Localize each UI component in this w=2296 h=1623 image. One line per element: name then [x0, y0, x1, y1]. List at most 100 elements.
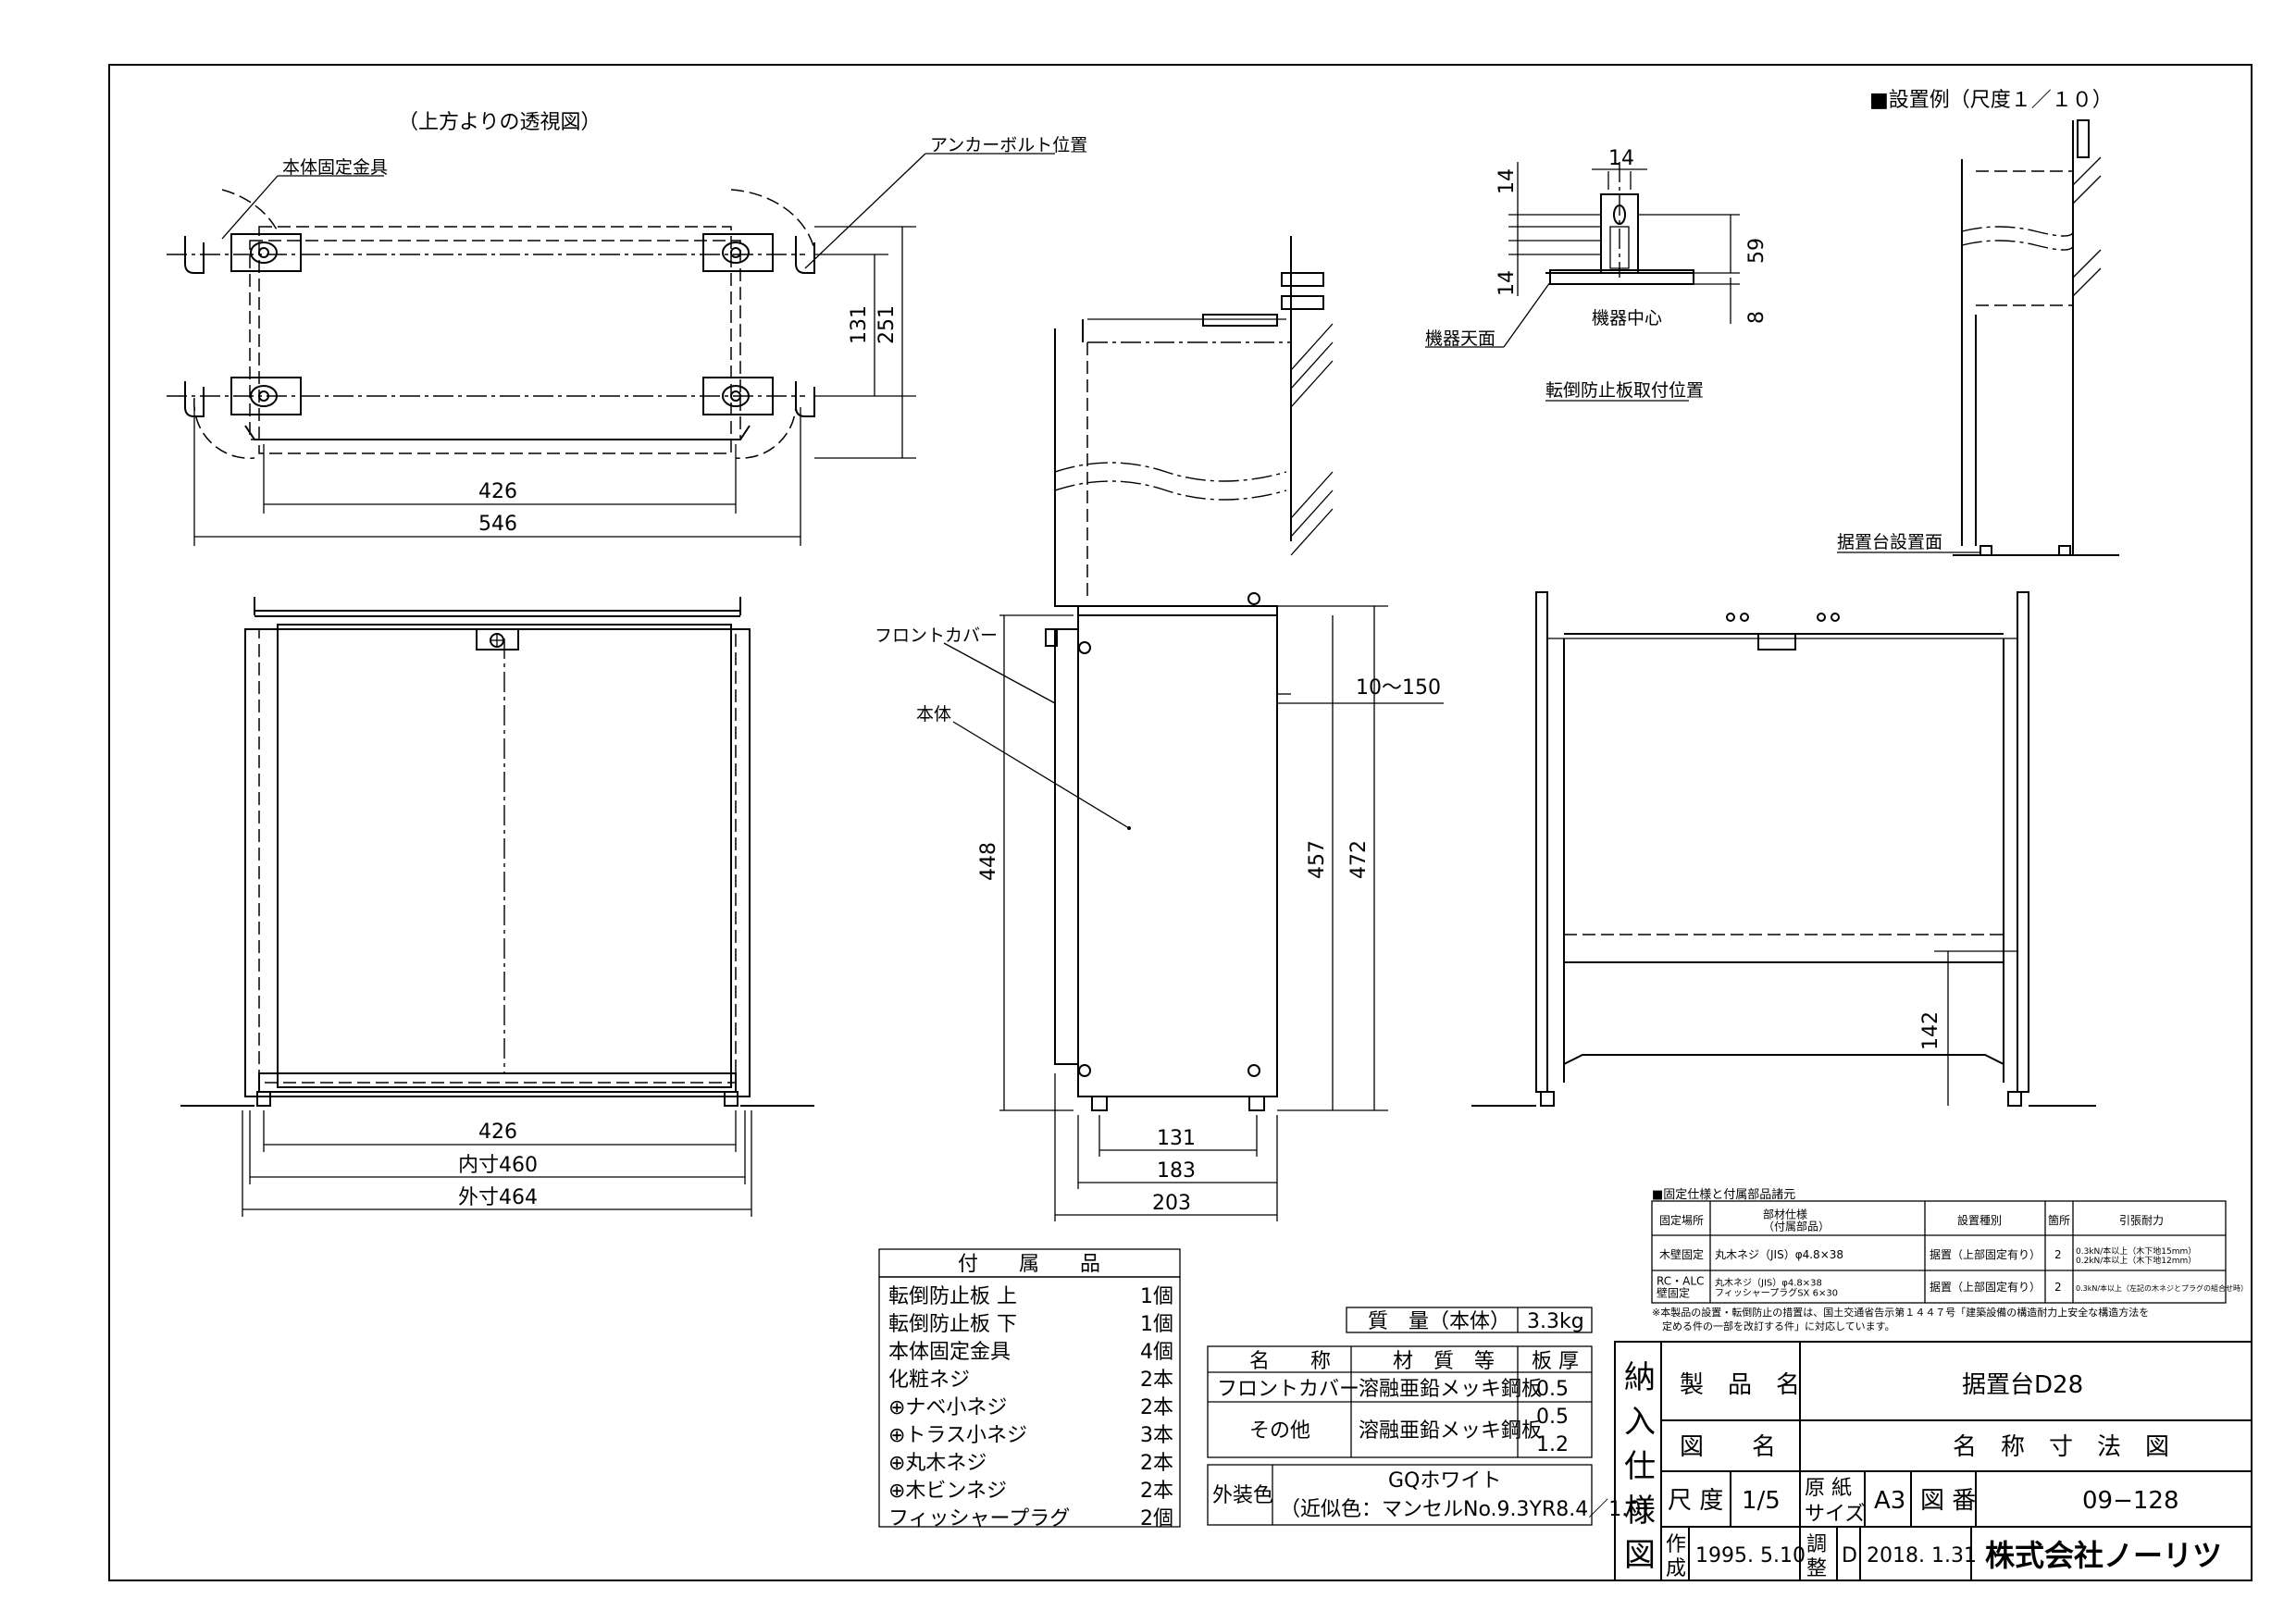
tb-created-value: 1995. 5.10: [1695, 1544, 1806, 1567]
mass-value: 3.3kg: [1527, 1310, 1584, 1333]
top-dim-426: 426: [478, 480, 517, 503]
tb-revision: D: [1842, 1544, 1857, 1567]
tb-product-value: 据置台D28: [1962, 1371, 2083, 1399]
front-dim-426: 426: [478, 1121, 517, 1144]
accessory-qty: 2個: [1140, 1507, 1173, 1530]
dim-448: 448: [977, 842, 1000, 881]
tb-side-2: 入: [1624, 1404, 1656, 1441]
spec-h4: 引張耐力: [2119, 1214, 2164, 1227]
tb-paper-label-1: 原 紙: [1805, 1477, 1852, 1500]
tb-side-1: 納: [1624, 1359, 1656, 1396]
color-value: GQホワイト: [1388, 1469, 1501, 1493]
tb-side-5: 図: [1624, 1537, 1656, 1574]
tb-number-label: 図 番: [1920, 1487, 1976, 1515]
spec-r2-c4: 0.3kN/本以上（左記の木ネジとプラグの組合せ時）: [2076, 1283, 2248, 1293]
accessory-qty: 1個: [1140, 1285, 1173, 1308]
sheet-border: [108, 64, 2253, 1581]
color-note: （近似色：マンセルNo.9.3YR8.4／1.0）: [1280, 1498, 1661, 1521]
tb-drawing-label: 図 名: [1680, 1433, 1776, 1461]
accessory-qty: 3本: [1140, 1424, 1173, 1447]
dim-131-side: 131: [1157, 1127, 1196, 1150]
spec-h0: 固定場所: [1659, 1213, 1704, 1227]
detail-dim-14c: 14: [1608, 147, 1634, 170]
spec-note-2: 定める件の一部を改訂する件」に対応しています。: [1652, 1319, 1895, 1332]
body-label: 本体: [916, 704, 951, 725]
accessory-name: フィッシャープラグ: [888, 1507, 1070, 1530]
spec-note-1: ※本製品の設置・転倒防止の措置は、国土交通省告示第１４４７号「建築設備の構造耐力…: [1652, 1306, 2149, 1319]
accessory-qty: 2本: [1140, 1452, 1173, 1475]
mat-h1: 材 質 等: [1393, 1350, 1495, 1373]
tb-adjusted-label-1: 調: [1806, 1533, 1827, 1556]
spec-title: ■固定仕様と付属部品諸元: [1652, 1187, 1795, 1202]
mat-h2: 板 厚: [1532, 1350, 1579, 1373]
accessory-qty: 1個: [1140, 1313, 1173, 1336]
tb-side-4: 様: [1624, 1493, 1656, 1530]
accessory-name: ⊕丸木ネジ: [888, 1452, 987, 1475]
dim-472: 472: [1347, 840, 1371, 879]
install-example: ■設置例（尺度１／１０） 据置台設置面: [1837, 89, 2119, 556]
spec-h2: 設置種別: [1957, 1213, 2002, 1227]
front-dim-outer: 外寸464: [458, 1186, 538, 1209]
mat-r1-name: フロントカバー: [1217, 1378, 1359, 1401]
accessory-qty: 2本: [1140, 1480, 1173, 1503]
mat-r2-name: その他: [1249, 1419, 1310, 1443]
tb-number-value: 09−128: [2082, 1487, 2179, 1515]
mat-r1-thickness: 0.5: [1536, 1378, 1569, 1401]
unit-top-label: 機器天面: [1425, 328, 1496, 349]
tb-company: 株式会社ノーリツ: [1985, 1538, 2222, 1573]
spec-r1-c1: 丸木ネジ（JIS）φ4.8×38: [1715, 1248, 1843, 1261]
tb-scale-label: 尺 度: [1668, 1487, 1723, 1515]
floor-label: 据置台設置面: [1837, 532, 1942, 552]
spec-r1-c4: 0.3kN/本以上（木下地15mm）0.2kN/本以上（木下地12mm）: [2076, 1245, 2196, 1266]
detail-dim-8: 8: [1745, 311, 1769, 324]
rear-dim-142: 142: [1919, 1011, 1942, 1050]
mat-r2-thickness-b: 1.2: [1536, 1433, 1569, 1456]
tb-created-label-1: 作: [1666, 1533, 1686, 1556]
top-view: （上方よりの透視図） 本体固定金具 アンカーボルト位置: [167, 111, 1087, 546]
tb-side-3: 仕: [1624, 1448, 1656, 1485]
spec-r1-c3: 2: [2054, 1248, 2062, 1261]
materials-table: 名 称 材 質 等 板 厚 フロントカバー 溶融亜鉛メッキ鋼板 0.5 その他 …: [1207, 1345, 1593, 1458]
install-title: ■設置例（尺度１／１０）: [1869, 89, 2113, 112]
accessory-name: 転倒防止板 下: [888, 1313, 1017, 1336]
dim-183: 183: [1157, 1159, 1196, 1183]
accessory-name: 転倒防止板 上: [888, 1285, 1017, 1308]
spec-r2-c2: 据置（上部固定有り）: [1930, 1280, 2041, 1294]
accessory-name: 化粧ネジ: [888, 1369, 970, 1392]
accessory-name: ⊕木ビンネジ: [888, 1480, 1007, 1503]
spec-h1: 部材仕様（付属部品）: [1763, 1207, 1830, 1233]
tb-adjusted-label-2: 整: [1806, 1557, 1827, 1580]
top-view-caption: （上方よりの透視図）: [398, 111, 602, 134]
unit-center-label: 機器中心: [1592, 308, 1662, 328]
detail-dim-59: 59: [1745, 238, 1769, 264]
side-view: フロントカバー 本体 10～150 448 457 472 131 183 20…: [875, 236, 1444, 1221]
tb-created-label-2: 成: [1666, 1557, 1686, 1580]
top-dim-131: 131: [848, 305, 871, 344]
mat-r1-material: 溶融亜鉛メッキ鋼板: [1359, 1378, 1542, 1401]
detail-dim-14a: 14: [1496, 168, 1519, 194]
tb-paper-value: A3: [1874, 1487, 1905, 1515]
mat-r2-thickness-a: 0.5: [1536, 1406, 1569, 1429]
spec-r1-c0: 木壁固定: [1659, 1247, 1704, 1261]
bracket-label: 本体固定金具: [282, 157, 388, 178]
mat-r2-material: 溶融亜鉛メッキ鋼板: [1359, 1419, 1542, 1443]
dim-457: 457: [1306, 840, 1329, 879]
dim-203: 203: [1152, 1192, 1191, 1215]
tb-drawing-value: 名 称 寸 法 図: [1953, 1433, 2169, 1461]
mat-h0: 名 称: [1249, 1350, 1331, 1373]
accessory-name: ⊕トラス小ネジ: [888, 1424, 1027, 1447]
accessories-table: 付 属 品: [878, 1248, 1181, 1528]
color-table: 外装色 GQホワイト （近似色：マンセルNo.9.3YR8.4／1.0）: [1207, 1464, 1661, 1526]
spec-h3: 箇所: [2048, 1214, 2070, 1227]
color-label: 外装色: [1212, 1484, 1273, 1507]
rear-view: 142: [1471, 591, 2096, 1107]
spec-table: ■固定仕様と付属部品諸元 固定場所 部材仕様（付属部品） 設置種別 箇所 引張耐…: [1651, 1187, 2248, 1332]
mass-box: 質 量（本体） 3.3kg: [1346, 1307, 1593, 1333]
title-block: 納 入 仕 様 図 製 品 名 据置台D28 図 名 名 称 寸 法 図 尺 度…: [1614, 1341, 2253, 1581]
front-cover-label: フロントカバー: [875, 626, 998, 646]
tb-product-label: 製 品 名: [1680, 1371, 1800, 1399]
accessory-name: 本体固定金具: [888, 1341, 1011, 1364]
